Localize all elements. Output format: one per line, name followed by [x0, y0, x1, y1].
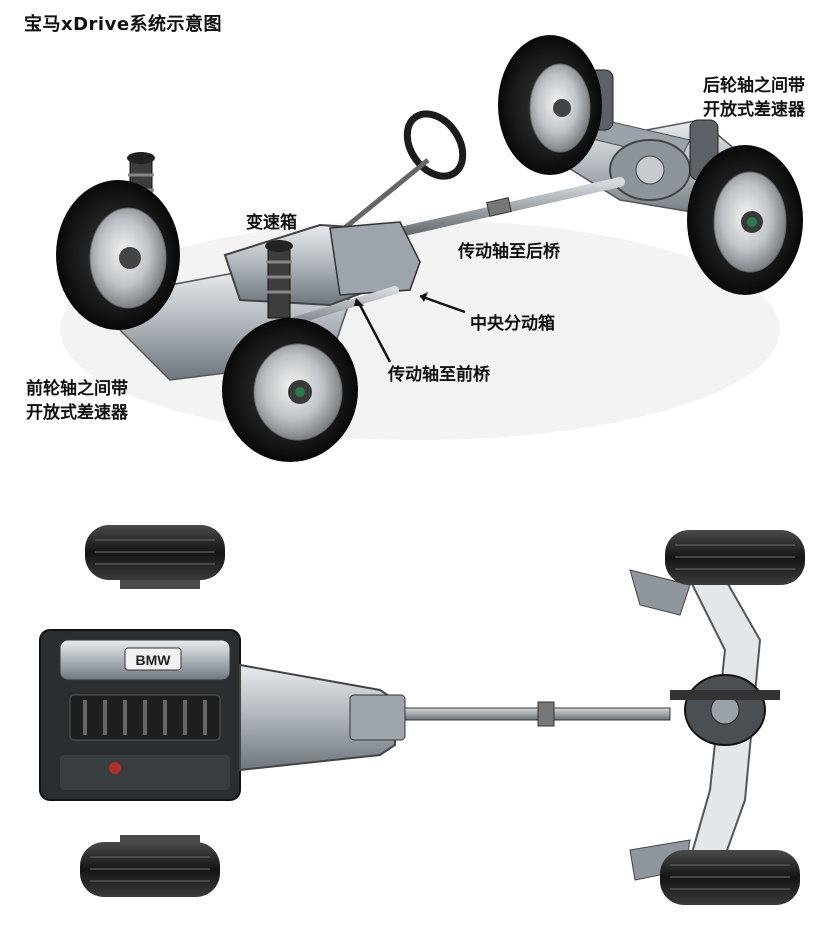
label-front-shaft: 传动轴至前桥: [388, 365, 490, 385]
rear-upper-arm: [629, 569, 691, 616]
rear-top-tire: [665, 530, 805, 585]
rear-diff-cover: [635, 155, 665, 185]
rear-left-wheel: [498, 35, 602, 175]
perspective-drivetrain: [56, 35, 803, 462]
rear-halfshaft: [670, 690, 780, 700]
transfer-case-topdown: [349, 694, 406, 741]
leader-center-transfer: [419, 294, 466, 314]
center-bearing: [537, 701, 555, 727]
rear-shaft-joint: [486, 197, 512, 217]
label-center-transfer: 中央分动箱: [470, 314, 555, 334]
gearbox-topdown: [239, 663, 396, 772]
rear-right-wheel: [687, 145, 803, 295]
label-rear-diff-line1: 后轮轴之间带: [703, 76, 805, 96]
steering-wheel: [403, 110, 467, 180]
front-bottom-tire: [80, 842, 220, 897]
label-rear-diff-line2: 开放式差速器: [703, 100, 805, 120]
rear-bottom-tire: [660, 850, 800, 905]
front-top-tire: [85, 525, 225, 580]
front-left-wheel: [56, 180, 180, 330]
topdown-drivetrain: BMW: [39, 525, 805, 905]
label-front-diff-line1: 前轮轴之间带: [26, 379, 128, 399]
engine-badge: BMW: [136, 652, 172, 668]
label-front-diff-line2: 开放式差速器: [26, 403, 128, 423]
front-right-strut: [265, 240, 293, 319]
transfer-case: [329, 221, 421, 296]
engine: BMW: [39, 629, 241, 801]
leader-front-shaft: [358, 304, 392, 363]
front-right-wheel: [222, 318, 358, 462]
label-gearbox: 变速箱: [246, 213, 297, 233]
diagram-title: 宝马xDrive系统示意图: [24, 14, 223, 35]
label-rear-shaft: 传动轴至后桥: [458, 242, 560, 262]
